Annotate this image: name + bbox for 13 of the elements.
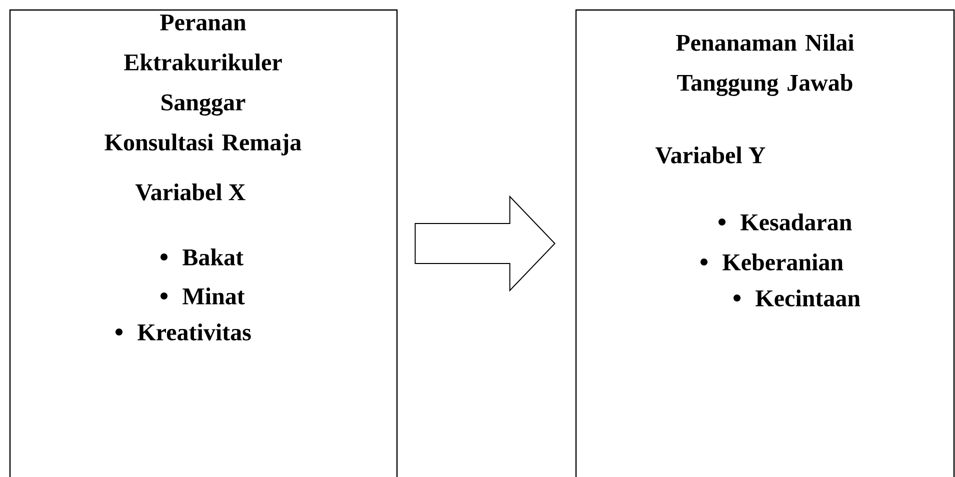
variable-label: Variabel X (135, 184, 246, 200)
bullet-item: Kreativitas (116, 324, 251, 340)
bullet-item: Kecintaan (734, 290, 860, 306)
bullet-item: Keberanian (700, 254, 844, 270)
block-arrow (414, 195, 556, 292)
text-box (9, 9, 398, 477)
text-box (575, 9, 955, 477)
variable-label: Variabel Y (655, 146, 766, 164)
heading: Peranan Ektrakurikuler Sanggar Konsultasi Remaja (104, 14, 302, 156)
bullet-item: Minat (160, 288, 245, 304)
heading: Penanaman Nilai Tanggung Jawab (676, 34, 854, 96)
bullet-item: Kesadaran (718, 214, 852, 230)
bullet-item: Bakat (160, 248, 244, 266)
